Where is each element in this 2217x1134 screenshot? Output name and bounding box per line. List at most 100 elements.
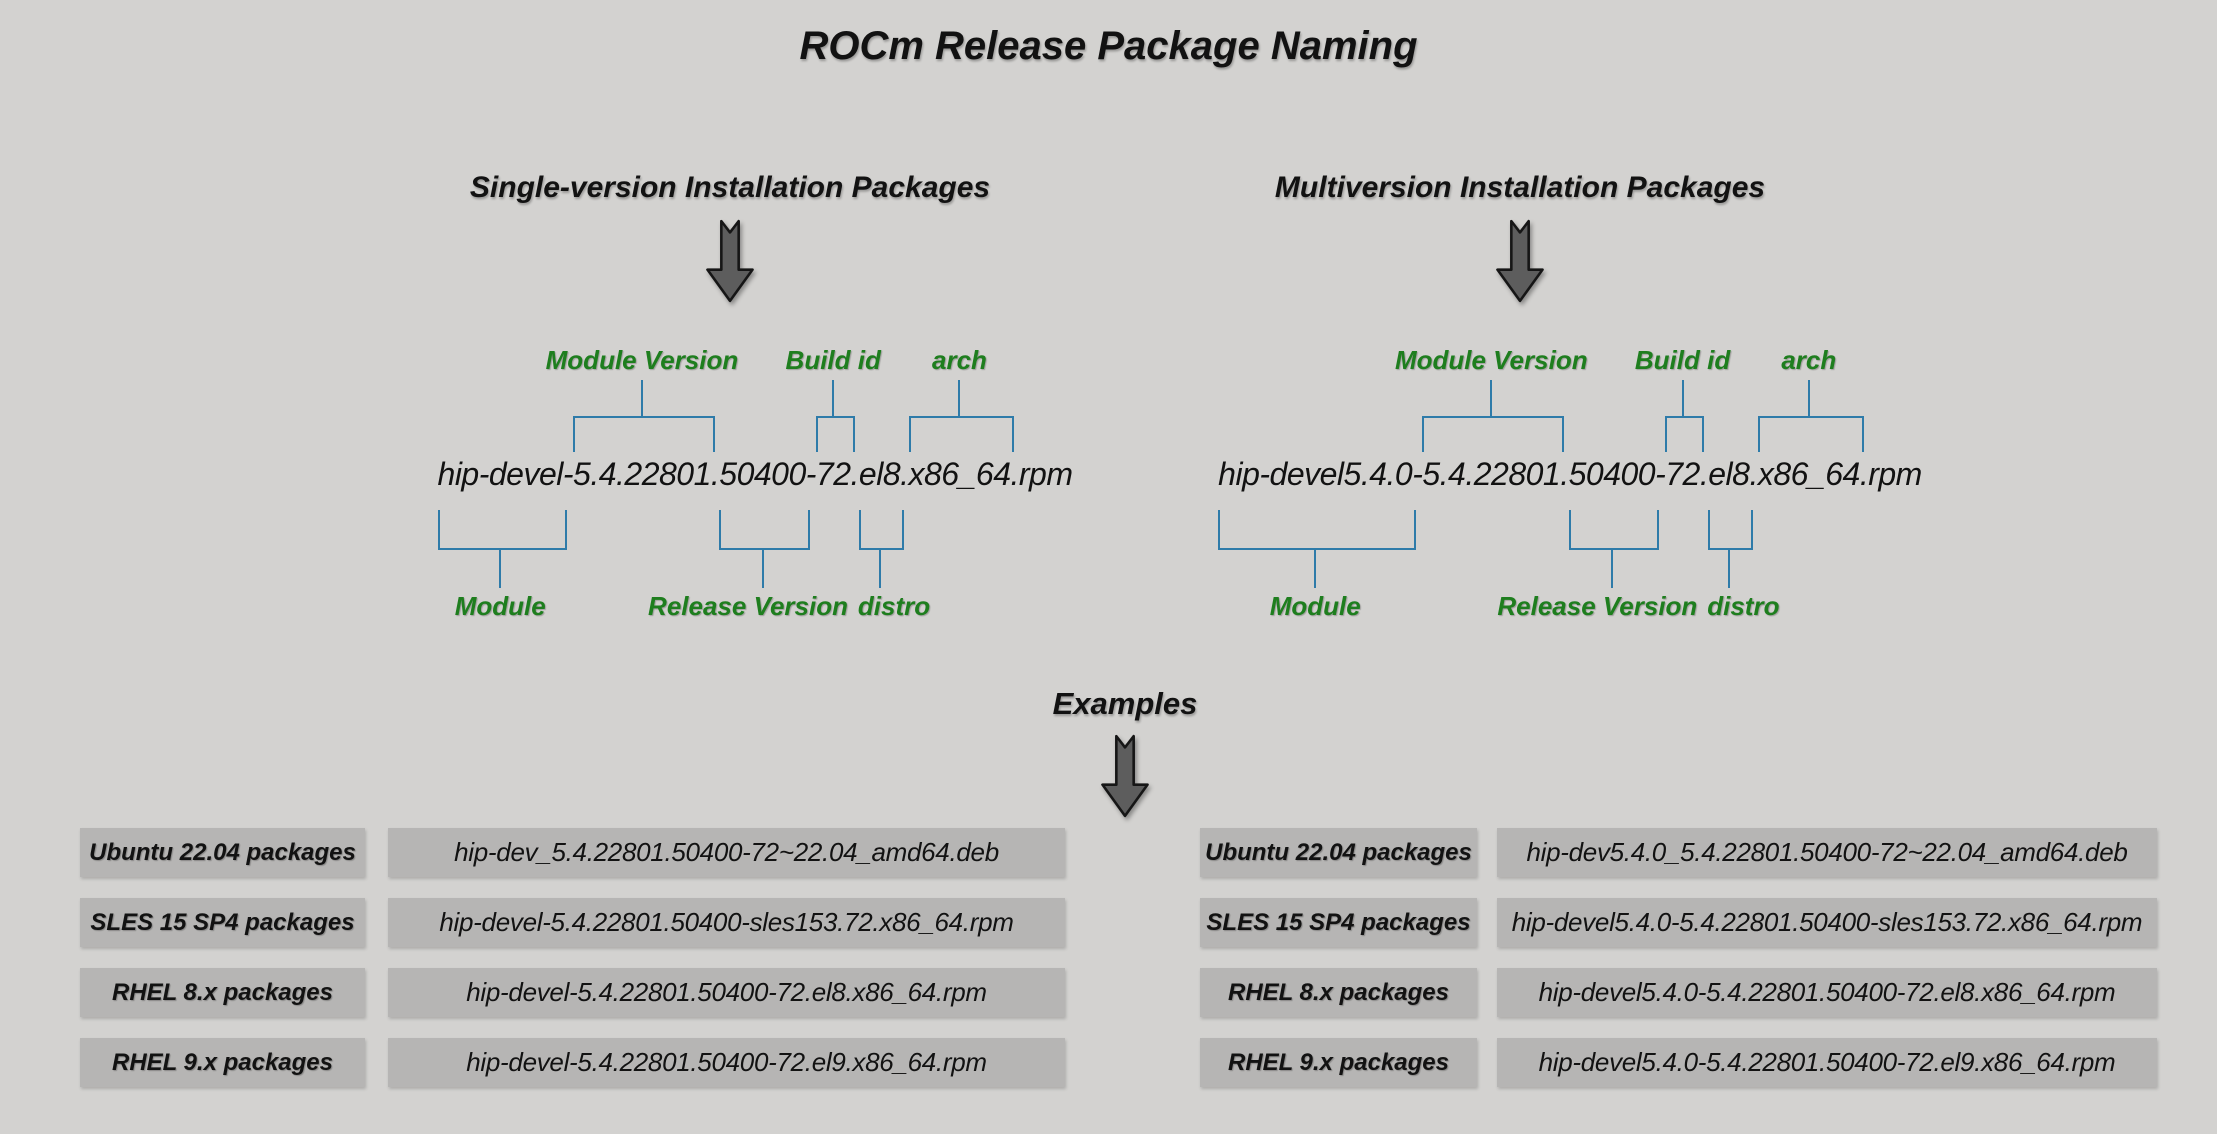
example-table-single-version: Ubuntu 22.04 packages hip-dev_5.4.22801.5… [0, 828, 2217, 1108]
pkg-segment-separator: . [850, 456, 860, 492]
bracket-stem-module [499, 548, 502, 588]
pkg-segment-arch: x86_64 [908, 456, 1011, 492]
example-row-label: SLES 15 SP4 packages [1200, 898, 1477, 947]
example-row-value: hip-devel5.4.0-5.4.22801.50400-sles153.7… [1497, 898, 2157, 947]
pkg-segment-distro: el8 [1708, 456, 1750, 492]
example-row: Ubuntu 22.04 packages hip-dev5.4.0_5.4.22… [0, 828, 2217, 877]
annotation-label-build-id: Build id [1634, 345, 1731, 375]
single-version-heading: Single-version Installation Packages [469, 171, 991, 204]
multiversion-heading: Multiversion Installation Packages [1274, 171, 1766, 204]
annotation-label-module-version: Module Version [545, 345, 739, 375]
bracket-below-module [437, 510, 567, 550]
bracket-above-build-id [1665, 416, 1704, 452]
bracket-below-module [1218, 510, 1417, 550]
bracket-stem-module-version [640, 380, 643, 416]
pkg-segment-module: hip-devel5.4.0 [1218, 456, 1413, 492]
example-row: RHEL 8.x packages hip-devel-5.4.22801.504… [0, 968, 2217, 1017]
annotation-label-build-id: Build id [785, 345, 881, 375]
pkg-segment-separator: . [1749, 456, 1758, 492]
example-row-label: SLES 15 SP4 packages [80, 898, 365, 947]
bracket-above-arch [1757, 416, 1864, 452]
package-name-multiversion: hip-devel5.4.0-5.4.22801.50400-72.el8.x8… [1120, 452, 2020, 496]
bracket-stem-arch [1807, 380, 1810, 416]
example-row: RHEL 9.x packages hip-devel5.4.0-5.4.2280… [0, 1038, 2217, 1087]
examples-heading: Examples [1052, 686, 1198, 721]
bracket-above-module-version [573, 416, 715, 452]
single-version-diagram: Single-version Installation Packages hip… [305, 170, 1205, 640]
page-title: ROCm Release Package Naming [799, 24, 1418, 68]
pkg-segment-build-id: 72 [1665, 456, 1700, 492]
bracket-above-arch [908, 416, 1015, 452]
pkg-segment-release-version: 50400 [1568, 456, 1656, 492]
pkg-segment-separator: - [1655, 456, 1666, 492]
bracket-above-module-version [1422, 416, 1565, 452]
annotation-label-module: Module [454, 591, 546, 621]
single-version-annotation-area: hip-devel-5.4.22801.50400-72.el8.x86_64.… [305, 342, 1205, 632]
bracket-stem-distro [878, 548, 881, 588]
pkg-segment-separator: - [805, 456, 817, 492]
down-arrow-icon [706, 219, 754, 303]
annotation-label-distro: distro [857, 591, 931, 621]
pkg-segment-distro: el8 [858, 456, 901, 492]
example-row-label: RHEL 9.x packages [1200, 1038, 1477, 1087]
pkg-segment-module-version: 5.4.22801 [1422, 456, 1561, 492]
bracket-below-release-version [719, 510, 810, 550]
example-row-label: RHEL 9.x packages [80, 1038, 365, 1087]
annotation-label-distro: distro [1707, 591, 1780, 621]
example-row: RHEL 8.x packages hip-devel5.4.0-5.4.2280… [0, 968, 2217, 1017]
examples-section-header: Examples [975, 686, 1275, 822]
pkg-segment-build-id: 72 [815, 456, 851, 492]
bracket-above-build-id [815, 416, 855, 452]
pkg-segment-separator: .rpm [1859, 456, 1923, 492]
example-row-value: hip-devel-5.4.22801.50400-72.el9.x86_64.… [388, 1038, 1065, 1087]
example-row-label: RHEL 8.x packages [1200, 968, 1477, 1017]
pkg-segment-separator: . [1560, 456, 1569, 492]
annotation-label-module: Module [1269, 591, 1361, 621]
pkg-segment-separator: - [562, 456, 574, 492]
pkg-segment-module-version: 5.4.22801 [573, 456, 711, 492]
bracket-below-distro [858, 510, 905, 550]
package-name-single: hip-devel-5.4.22801.50400-72.el8.x86_64.… [305, 452, 1205, 496]
annotation-label-arch: arch [932, 345, 987, 375]
example-row: SLES 15 SP4 packages hip-devel5.4.0-5.4.2… [0, 898, 2217, 947]
example-row-value: hip-devel5.4.0-5.4.22801.50400-72.el9.x8… [1497, 1038, 2157, 1087]
multiversion-diagram: Multiversion Installation Packages hip-d… [1120, 170, 2020, 640]
example-row-label: Ubuntu 22.04 packages [80, 828, 365, 877]
bracket-stem-module-version [1490, 380, 1493, 416]
bracket-stem-arch [958, 380, 961, 416]
pkg-segment-separator: . [710, 456, 720, 492]
multiversion-annotation-area: hip-devel5.4.0-5.4.22801.50400-72.el8.x8… [1120, 342, 2020, 632]
down-arrow-icon [1496, 219, 1544, 303]
pkg-segment-separator: - [1412, 456, 1423, 492]
annotation-label-release-version: Release Version [1497, 591, 1698, 621]
example-table-multiversion: Ubuntu 22.04 packages hip-dev5.4.0_5.4.22… [0, 828, 2217, 1108]
example-row: RHEL 9.x packages hip-devel-5.4.22801.504… [0, 1038, 2217, 1087]
example-row-value: hip-devel5.4.0-5.4.22801.50400-72.el8.x8… [1497, 968, 2157, 1017]
example-row-value: hip-dev5.4.0_5.4.22801.50400-72~22.04_am… [1497, 828, 2157, 877]
pkg-segment-release-version: 50400 [719, 456, 806, 492]
single-version-header: Single-version Installation Packages [305, 170, 1155, 308]
example-row-value: hip-devel-5.4.22801.50400-72.el8.x86_64.… [388, 968, 1065, 1017]
bracket-stem-build-id [1681, 380, 1684, 416]
example-row-label: Ubuntu 22.04 packages [1200, 828, 1477, 877]
annotation-label-arch: arch [1781, 345, 1837, 375]
multiversion-header: Multiversion Installation Packages [1120, 170, 1920, 308]
pkg-segment-separator: .rpm [1010, 456, 1073, 492]
pkg-segment-module: hip-devel [437, 456, 564, 492]
bracket-below-distro [1708, 510, 1754, 550]
bracket-below-release-version [1568, 510, 1660, 550]
pkg-segment-arch: x86_64 [1757, 456, 1860, 492]
annotation-label-module-version: Module Version [1394, 345, 1588, 375]
pkg-segment-separator: . [900, 456, 909, 492]
example-row: Ubuntu 22.04 packages hip-dev_5.4.22801.5… [0, 828, 2217, 877]
bracket-stem-release-version [761, 548, 764, 588]
example-row-value: hip-dev_5.4.22801.50400-72~22.04_amd64.d… [388, 828, 1065, 877]
pkg-segment-separator: . [1699, 456, 1709, 492]
bracket-stem-distro [1727, 548, 1730, 588]
bracket-stem-release-version [1610, 548, 1613, 588]
example-row-label: RHEL 8.x packages [80, 968, 365, 1017]
down-arrow-icon [1101, 734, 1149, 818]
bracket-stem-module [1314, 548, 1317, 588]
